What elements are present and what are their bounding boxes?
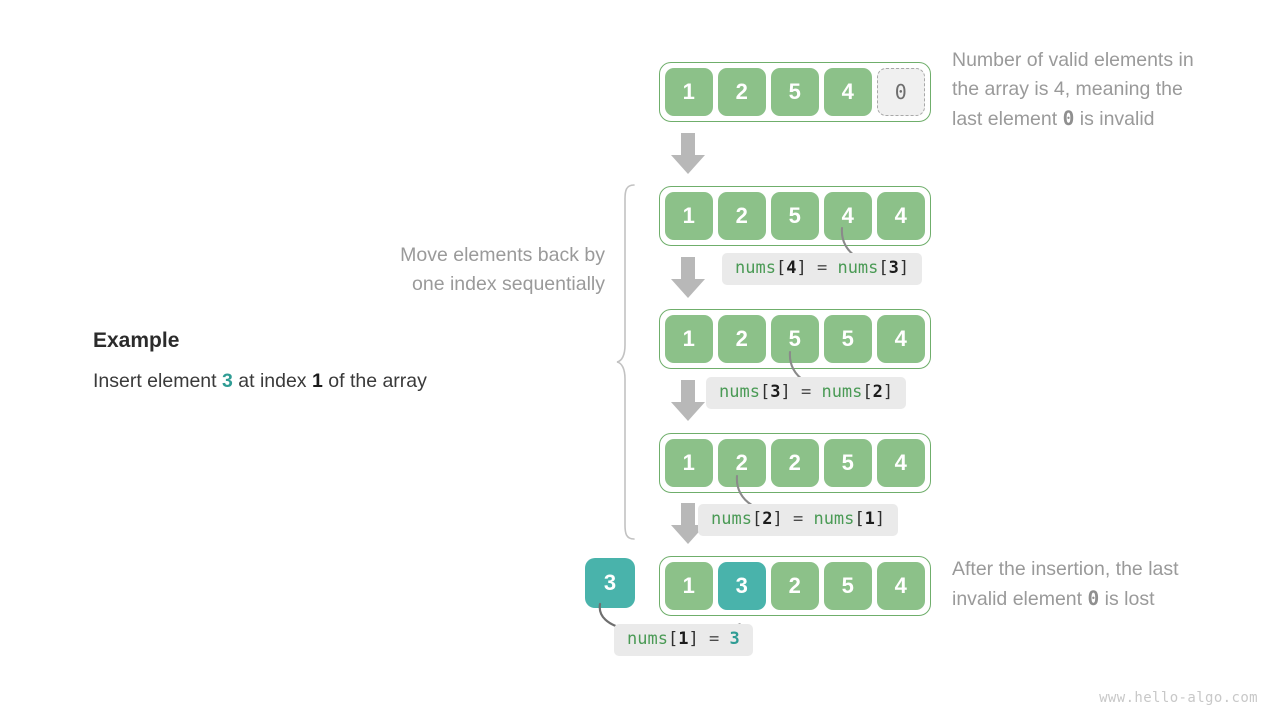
note-top-line1: Number of valid elements in [952, 49, 1194, 71]
array-cell: 0 [877, 68, 925, 116]
code-rbrk2: ] [882, 382, 894, 402]
code-index: 1 [678, 629, 689, 649]
code-equals: = [708, 629, 720, 649]
array-cell: 5 [824, 562, 872, 610]
array-cell: 4 [877, 439, 925, 487]
array-cell: 3 [718, 562, 766, 610]
code-lbrk: [ [751, 509, 763, 529]
array-cell: 5 [771, 68, 819, 116]
array-cell: 1 [665, 68, 713, 116]
note-top-line3-prefix: last element [952, 108, 1063, 130]
note-bottom-line1: After the insertion, the last [952, 558, 1179, 580]
note-bottom-line2-suffix: is lost [1099, 588, 1155, 610]
note-top-line2: the array is 4, meaning the [952, 78, 1183, 100]
array-cell: 5 [771, 192, 819, 240]
note-bottom-line2-prefix: invalid element [952, 588, 1088, 610]
array-cell: 1 [665, 439, 713, 487]
array-cell: 2 [718, 315, 766, 363]
example-middle: at index [232, 370, 312, 392]
watermark: www.hello-algo.com [1099, 690, 1258, 706]
example-title: Example [93, 329, 180, 352]
example-value: 3 [221, 370, 233, 392]
code-rbrk2: ] [898, 258, 910, 278]
code-value: 3 [729, 629, 740, 649]
code-index2: 3 [888, 258, 899, 278]
code-lbrk: [ [775, 258, 787, 278]
array-cell: 2 [771, 562, 819, 610]
code-index2: 2 [872, 382, 883, 402]
note-top: Number of valid elements in the array is… [952, 46, 1262, 134]
note-top-line3-suffix: is invalid [1074, 108, 1155, 130]
array-cell: 4 [824, 192, 872, 240]
inserted-element-box: 3 [585, 558, 635, 608]
array-cell: 4 [824, 68, 872, 116]
note-top-zero: 0 [1062, 107, 1075, 130]
code-label-nums1-3: nums[1] = 3 [614, 624, 753, 656]
array-cell: 4 [877, 562, 925, 610]
brace-note: Move elements back by one index sequenti… [300, 241, 605, 299]
array-cell: 5 [824, 315, 872, 363]
code-lbrk2: [ [878, 258, 889, 278]
code-label-nums2-nums1: nums[2] = nums[1] [698, 504, 899, 536]
code-equals: = [792, 509, 804, 529]
code-rbrk: ] [772, 509, 783, 529]
array-cell: 5 [824, 439, 872, 487]
code-equals: = [800, 382, 812, 402]
array-cell: 2 [718, 192, 766, 240]
grouping-brace [616, 183, 638, 546]
example-index: 1 [311, 370, 323, 392]
code-rbrk2: ] [874, 509, 886, 529]
code-label-nums3-nums2: nums[3] = nums[2] [706, 377, 907, 409]
example-suffix: of the array [322, 370, 427, 392]
code-equals: = [816, 258, 828, 278]
code-lbrk2: [ [854, 509, 865, 529]
code-fn2: nums [837, 258, 879, 278]
step-arrow-1 [670, 133, 706, 175]
array-cell: 2 [718, 68, 766, 116]
array-cell: 2 [718, 439, 766, 487]
step-arrow-4 [670, 503, 706, 545]
array-cell: 4 [877, 192, 925, 240]
example-description: Insert element 3 at index 1 of the array [93, 370, 427, 393]
brace-note-line2: one index sequentially [412, 273, 605, 295]
code-fn: nums [627, 629, 668, 649]
code-rbrk: ] [796, 258, 807, 278]
code-fn: nums [735, 258, 776, 278]
code-rbrk: ] [780, 382, 791, 402]
note-bottom-zero: 0 [1087, 587, 1100, 610]
example-prefix: Insert element [93, 370, 222, 392]
code-label-nums4-nums3: nums[4] = nums[3] [722, 253, 923, 285]
code-lbrk: [ [667, 629, 679, 649]
array-cell: 1 [665, 192, 713, 240]
note-bottom: After the insertion, the last invalid el… [952, 555, 1264, 614]
code-index: 4 [786, 258, 797, 278]
code-index: 3 [770, 382, 781, 402]
code-fn2: nums [813, 509, 855, 529]
code-fn: nums [711, 509, 752, 529]
code-rbrk: ] [688, 629, 699, 649]
array-cell: 5 [771, 315, 819, 363]
step-arrow-3 [670, 380, 706, 422]
code-index2: 1 [864, 509, 875, 529]
step-arrow-2 [670, 257, 706, 299]
array-cell: 2 [771, 439, 819, 487]
array-cell: 4 [877, 315, 925, 363]
code-lbrk2: [ [862, 382, 873, 402]
array-cell: 1 [665, 315, 713, 363]
array-cell: 1 [665, 562, 713, 610]
code-fn: nums [719, 382, 760, 402]
code-fn2: nums [821, 382, 863, 402]
code-lbrk: [ [759, 382, 771, 402]
brace-note-line1: Move elements back by [400, 244, 605, 266]
code-index: 2 [762, 509, 773, 529]
